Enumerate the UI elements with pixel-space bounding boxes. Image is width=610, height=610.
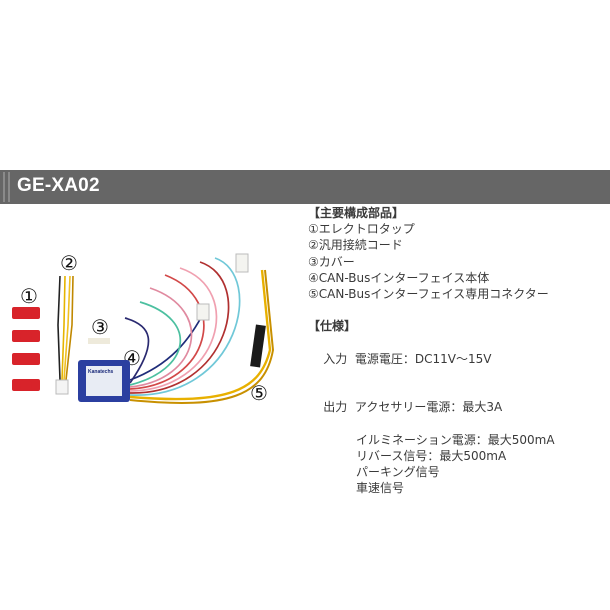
svg-text:Kanatechs: Kanatechs: [88, 369, 114, 375]
harness-connector: [235, 253, 249, 273]
spec-output-value: イルミネーション電源：最大500mA: [356, 432, 555, 447]
wire-harness-icon: [124, 257, 275, 404]
spec-output-value: パーキング信号: [356, 465, 440, 480]
header-accent-rule: [8, 172, 10, 202]
product-title: GE-XA02: [17, 175, 100, 196]
harness-sleeve: [250, 324, 266, 368]
spec-output-value: 車速信号: [356, 481, 405, 496]
spec-input-row: 入力 電源電圧：DC11V～15V: [308, 334, 555, 383]
component-item: ④CAN-Busインターフェイス本体: [308, 270, 490, 285]
callout-3: ③: [91, 315, 109, 339]
components-heading: 【主要構成部品】: [308, 206, 405, 220]
connection-cord-icon: [55, 275, 74, 395]
spec-output-label: 出力: [323, 400, 348, 415]
product-header-bar: GE-XA02: [0, 170, 610, 204]
electro-tap-icon: [12, 307, 40, 391]
cover-icon: [88, 338, 110, 344]
product-photo: ① ② ③ ④ ⑤ Kanatechs: [12, 251, 275, 405]
spec-output-row: 出力 アクセサリー電源：最大3A: [308, 383, 555, 432]
specs-heading: 【仕様】: [308, 319, 357, 334]
callout-1: ①: [20, 284, 38, 308]
spec-output-value: アクセサリー電源：最大3A: [354, 400, 503, 415]
can-bus-module: Kanatechs: [78, 360, 130, 402]
callout-2: ②: [60, 251, 78, 275]
spec-input-label: 入力: [323, 351, 348, 366]
header-accent-rule: [3, 172, 5, 202]
component-item: ①エレクトロタップ: [308, 222, 415, 237]
spec-output-value: リバース信号：最大500mA: [356, 448, 507, 463]
harness-connector: [196, 303, 210, 321]
spec-input-value: 電源電圧：DC11V～15V: [354, 351, 492, 366]
callout-5: ⑤: [250, 381, 268, 405]
component-item: ⑤CAN-Busインターフェイス専用コネクター: [308, 287, 549, 302]
component-item: ③カバー: [308, 254, 355, 269]
component-item: ②汎用接続コード: [308, 238, 403, 253]
product-specs: 【主要構成部品】 ①エレクトロタップ ②汎用接続コード ③カバー ④CAN-Bu…: [308, 205, 555, 496]
